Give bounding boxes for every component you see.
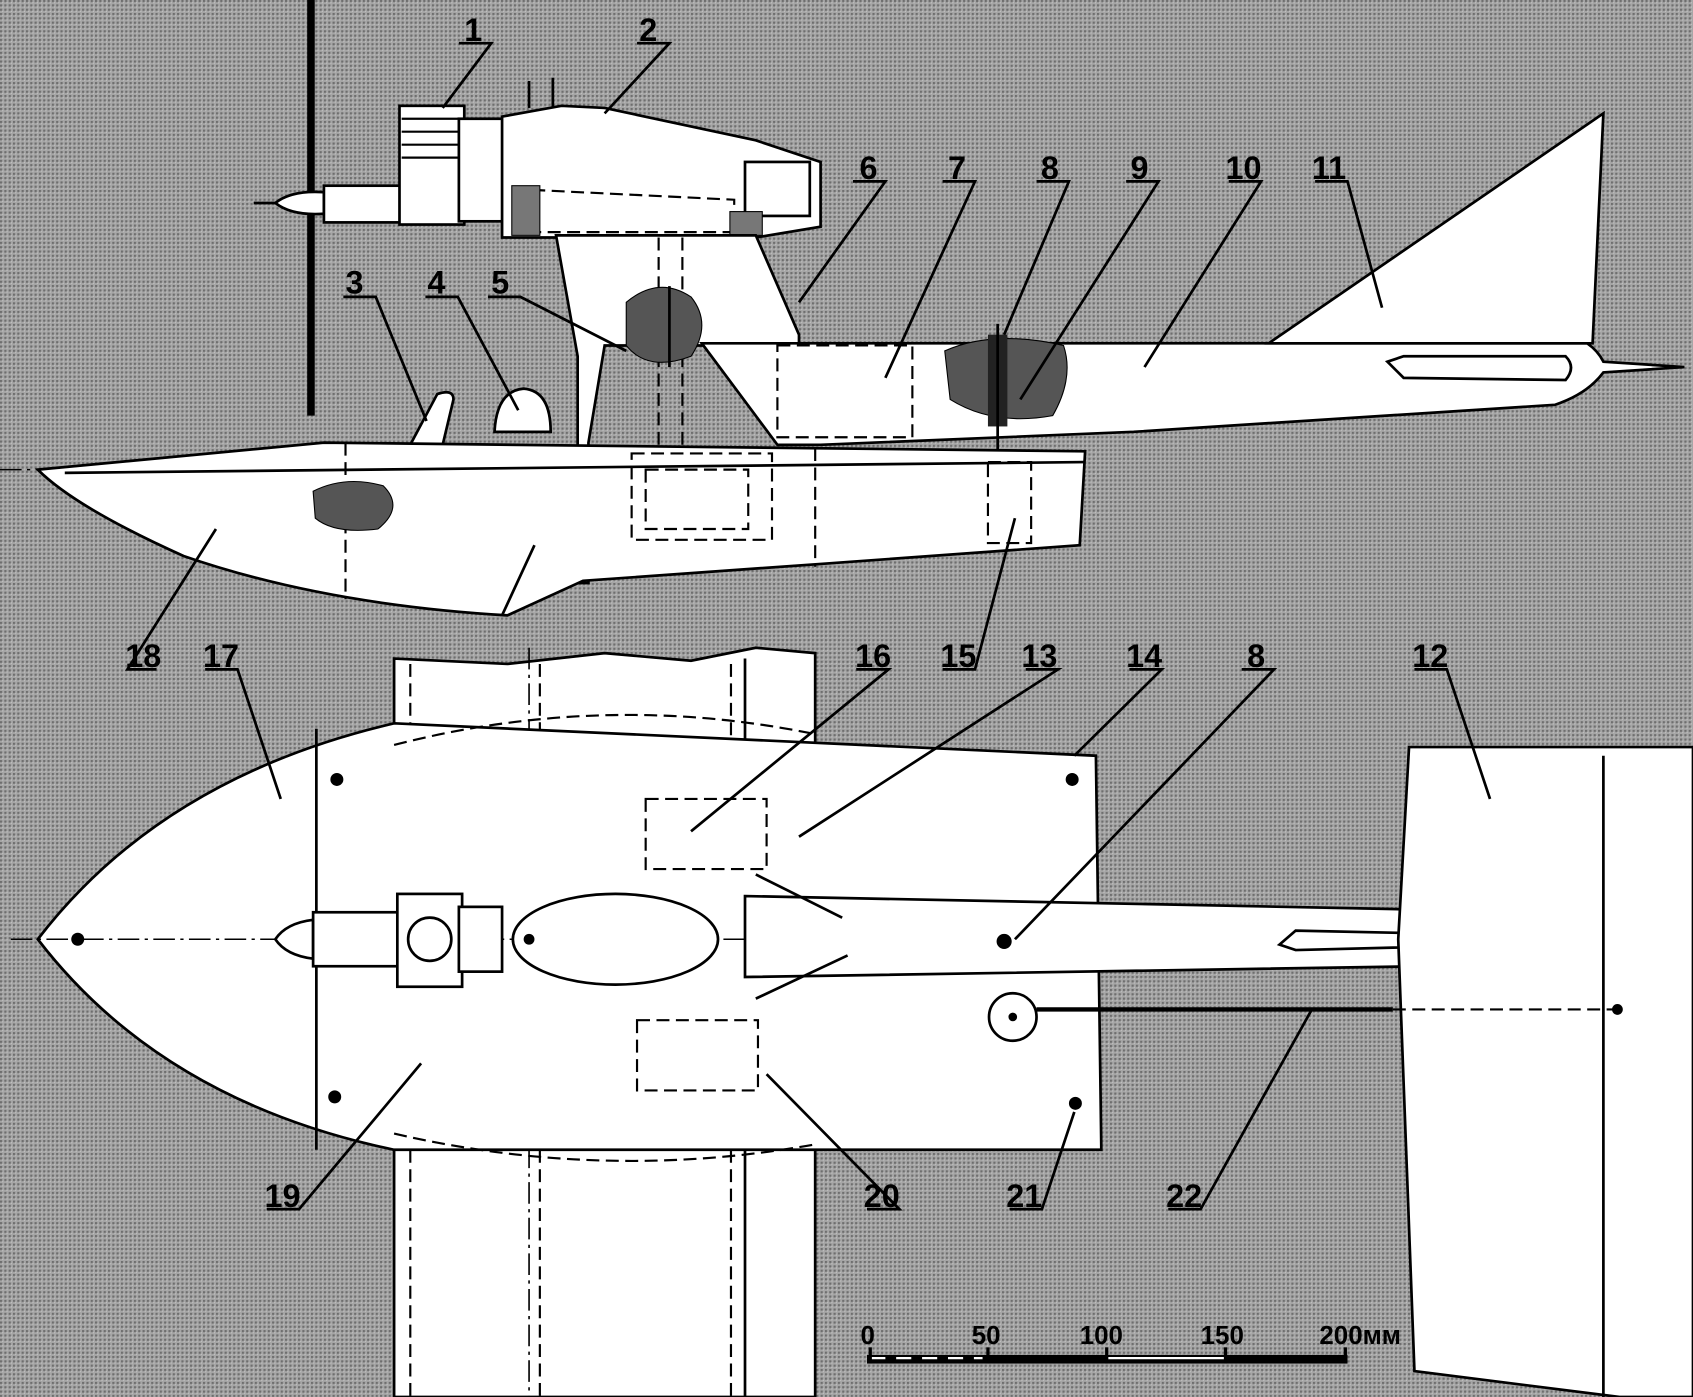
leader-lines [124,41,1492,1211]
callout-21: 21 [1006,1178,1042,1214]
callout-13: 13 [1021,638,1057,674]
callout-6: 6 [859,150,877,186]
vertical-fin [1264,110,1605,345]
callout-4: 4 [428,265,446,301]
scale-tick-150: 150 [1201,1322,1244,1350]
callout-9: 9 [1130,150,1148,186]
callout-8-side: 8 [1041,150,1059,186]
top-view [10,646,1693,1397]
callout-18: 18 [125,638,161,674]
callout-3: 3 [346,265,364,301]
scale-bar: 0 50 100 150 200мм [861,1322,1401,1364]
callout-19: 19 [265,1178,301,1214]
pilot-head [493,387,553,434]
callout-8-top: 8 [1247,638,1265,674]
callout-15: 15 [940,638,976,674]
scale-tick-0: 0 [861,1322,875,1350]
callout-22: 22 [1166,1178,1202,1214]
callout-12: 12 [1412,638,1448,674]
stabilizer [1396,745,1693,1397]
bolt-icons [71,772,1623,1110]
scale-tick-50: 50 [972,1322,1001,1350]
callout-11: 11 [1312,150,1346,186]
callout-10: 10 [1225,150,1261,186]
callout-1: 1 [464,12,482,48]
cork-insert [625,286,703,363]
windscreen [408,390,455,447]
float-hull [34,441,1087,617]
scale-tick-200mm: 200мм [1319,1322,1401,1350]
callout-16: 16 [855,638,891,674]
callout-7: 7 [948,150,966,186]
callout-20: 20 [864,1178,900,1214]
pylon-section [511,892,720,986]
engine-side [322,104,509,226]
side-view [0,0,1685,617]
step [500,544,536,616]
callout-5: 5 [491,265,509,301]
callout-17: 17 [203,638,239,674]
callout-14: 14 [1126,638,1162,674]
callout-labels: 1 2 3 4 5 6 7 8 9 10 11 18 17 16 15 13 1… [125,12,1448,1214]
callout-2: 2 [639,12,657,48]
scale-tick-100: 100 [1080,1322,1123,1350]
